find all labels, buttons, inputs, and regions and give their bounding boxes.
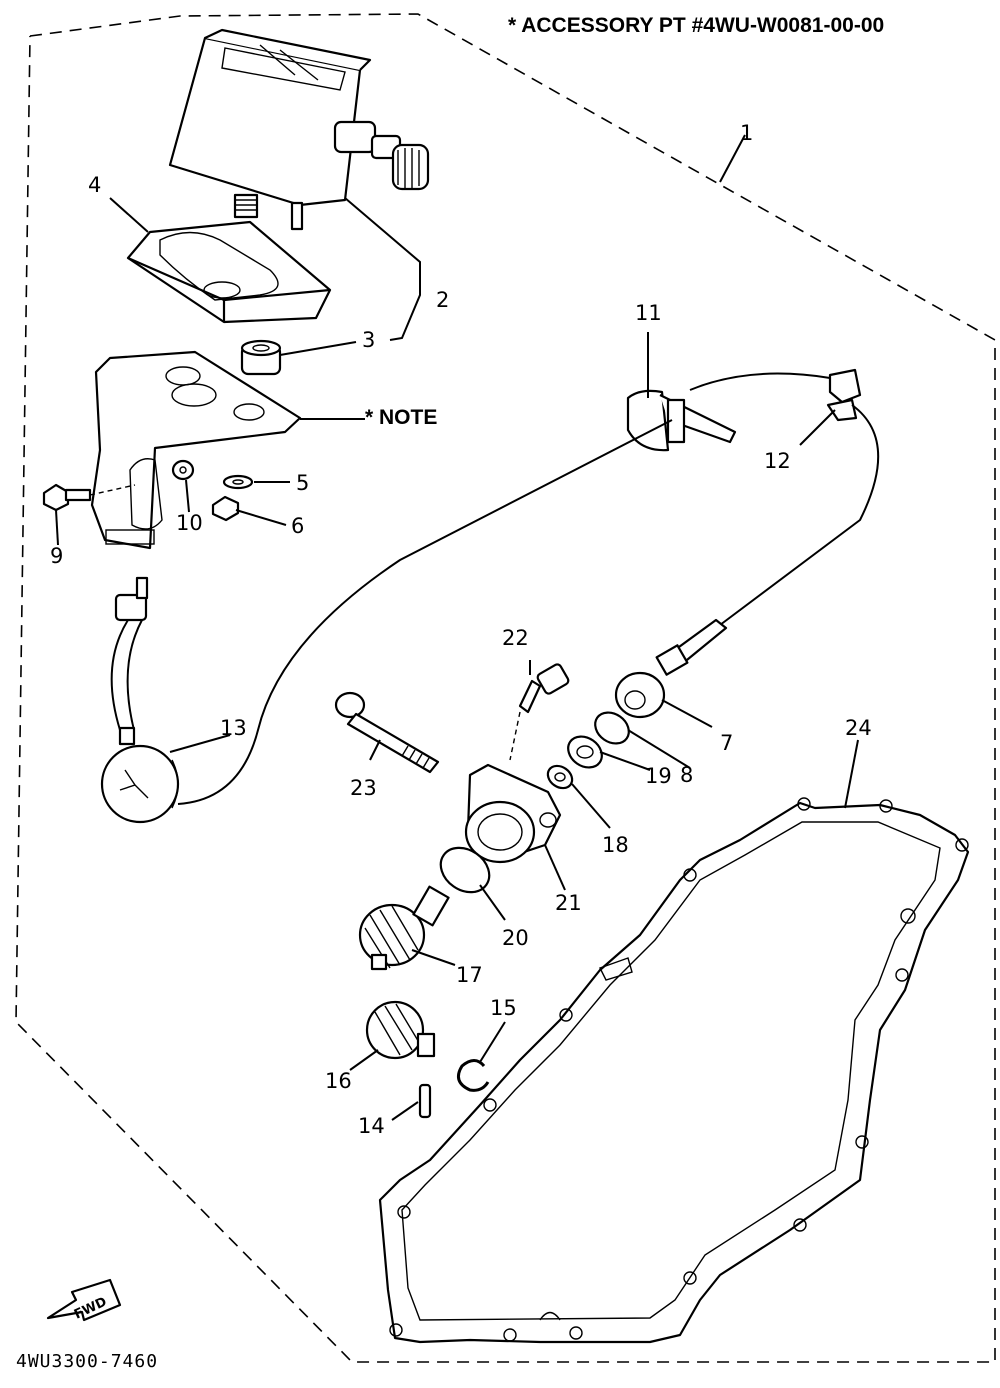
part-5-washer	[222, 474, 254, 490]
part-24-gasket	[378, 797, 970, 1344]
callout-16: 16	[325, 1069, 352, 1093]
callout-24: 24	[845, 716, 872, 740]
callout-11: 11	[635, 301, 662, 325]
callout-7: 7	[720, 731, 733, 755]
part-19-oil-seal	[567, 735, 603, 769]
diagram-code: 4WU3300-7460	[16, 1351, 159, 1372]
callout-2: 2	[436, 288, 449, 312]
callout-3: 3	[362, 328, 375, 352]
callout-1: 1	[740, 121, 753, 145]
note-label: * NOTE	[365, 406, 438, 429]
callout-5: 5	[296, 471, 309, 495]
part-23-bolt	[334, 691, 440, 774]
part-16-gear	[365, 1000, 436, 1060]
callout-13: 13	[220, 716, 247, 740]
part-4-meter-pad	[126, 220, 332, 324]
callout-20: 20	[502, 926, 529, 950]
part-10-collar	[171, 459, 195, 481]
callout-6: 6	[291, 514, 304, 538]
fwd-arrow-icon: FWD	[46, 1278, 122, 1323]
callout-9: 9	[50, 544, 63, 568]
callout-12: 12	[764, 449, 791, 473]
part-15-circlip	[456, 1059, 490, 1092]
part-22-screw	[509, 663, 570, 761]
leader-lines	[55, 134, 859, 1121]
callout-21: 21	[555, 891, 582, 915]
callout-23: 23	[350, 776, 377, 800]
callout-labels: 1 2 3 4 5 6 7 8 9 10 11 12 13 14 15 16 1…	[50, 121, 872, 1138]
callout-17: 17	[456, 963, 483, 987]
callout-10: 10	[176, 511, 203, 535]
part-20-o-ring	[439, 846, 491, 894]
part-7-cable-end	[614, 618, 728, 719]
part-17-gear	[358, 885, 450, 971]
callout-18: 18	[602, 833, 629, 857]
callout-22: 22	[502, 626, 529, 650]
callout-19: 19	[645, 764, 672, 788]
part-21-gear-housing	[464, 763, 562, 864]
part-14-pin	[418, 1083, 432, 1119]
meter-bracket	[90, 350, 302, 550]
part-8-o-ring	[594, 711, 630, 745]
callout-4: 4	[88, 173, 101, 197]
kit-boundary	[15, 13, 996, 1363]
callout-15: 15	[490, 996, 517, 1020]
part-11-clamp	[626, 389, 737, 452]
part-1-meter-assembly	[168, 28, 430, 231]
accessory-note: * ACCESSORY PT #4WU-W0081-00-00	[508, 14, 885, 37]
part-9-bolt	[42, 483, 136, 512]
part-13-meter-cable	[100, 372, 880, 824]
part-6-nut	[211, 495, 240, 522]
callout-8: 8	[680, 763, 693, 787]
callout-14: 14	[358, 1114, 385, 1138]
part-3-grommet	[240, 339, 282, 376]
part-18-washer	[546, 764, 574, 790]
part-12-clip	[826, 368, 862, 422]
